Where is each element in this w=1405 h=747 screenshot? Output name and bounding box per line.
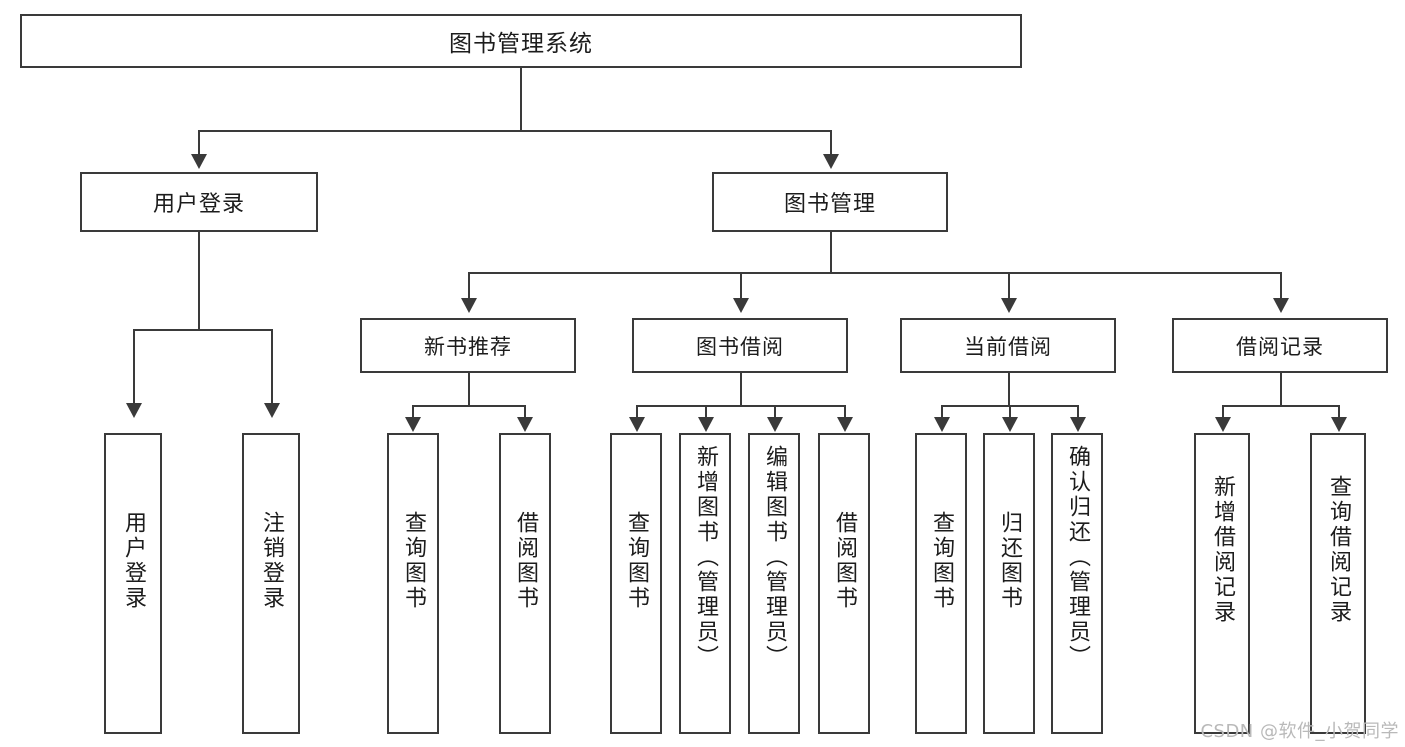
connector-nb-to-leaf-1 [412,405,414,419]
connector-root-to-user-login [198,130,200,156]
connector-book-borrow-stem [740,373,742,405]
leaf-borrow-record-query-record[interactable]: 查询借阅记录 [1310,433,1366,734]
leaf-user-login-logout[interactable]: 注销登录 [242,433,300,734]
arrowhead-bb-to-leaf-4 [837,417,853,432]
leaf-label: 编辑图书（管理员） [761,445,787,670]
arrowhead-bm-to-borrow-record [1273,298,1289,313]
connector-borrow-record-bus [1222,405,1338,407]
connector-bm-to-borrow-record [1280,272,1282,300]
connector-bb-to-leaf-4 [844,405,846,419]
arrowhead-bb-to-leaf-2 [698,417,714,432]
node-book-management[interactable]: 图书管理 [712,172,948,232]
node-book-borrow[interactable]: 图书借阅 [632,318,848,373]
connector-user-login-to-leaf-2 [271,329,273,405]
node-root-book-management-system[interactable]: 图书管理系统 [20,14,1022,68]
leaf-current-borrow-query-book[interactable]: 查询图书 [915,433,967,734]
node-current-borrow[interactable]: 当前借阅 [900,318,1116,373]
leaf-new-book-borrow-book[interactable]: 借阅图书 [499,433,551,734]
connector-new-book-stem [468,373,470,405]
connector-br-to-leaf-1 [1222,405,1224,419]
node-label: 新书推荐 [424,334,512,359]
connector-bm-to-current-borrow [1008,272,1010,300]
leaf-label: 查询图书 [623,511,649,611]
leaf-book-borrow-query-book[interactable]: 查询图书 [610,433,662,734]
arrowhead-nb-to-leaf-2 [517,417,533,432]
connector-user-login-bus [133,329,271,331]
connector-book-borrow-bus [636,405,844,407]
arrowhead-root-to-user-login [191,154,207,169]
leaf-label: 借阅图书 [831,511,857,611]
arrowhead-br-to-leaf-2 [1331,417,1347,432]
connector-br-to-leaf-2 [1338,405,1340,419]
arrowhead-bm-to-book-borrow [733,298,749,313]
node-label: 当前借阅 [964,334,1052,359]
node-label: 借阅记录 [1236,334,1324,359]
connector-bm-to-book-borrow [740,272,742,300]
connector-cb-to-leaf-1 [941,405,943,419]
node-new-book-recommend[interactable]: 新书推荐 [360,318,576,373]
node-label: 用户登录 [152,192,245,217]
connector-cb-to-leaf-3 [1077,405,1079,419]
leaf-label: 借阅图书 [512,511,538,611]
arrowhead-user-login-to-leaf-1 [126,403,142,418]
connector-user-login-to-leaf-1 [133,329,135,405]
node-label: 图书管理 [783,192,876,217]
arrowhead-cb-to-leaf-2 [1002,417,1018,432]
connector-user-login-stem [198,232,200,329]
arrowhead-root-to-book-management [823,154,839,169]
connector-cb-to-leaf-2 [1009,405,1011,419]
arrowhead-user-login-to-leaf-2 [264,403,280,418]
node-borrow-record[interactable]: 借阅记录 [1172,318,1388,373]
leaf-label: 归还图书 [996,511,1022,611]
leaf-label: 新增图书（管理员） [692,445,718,670]
arrowhead-bb-to-leaf-3 [767,417,783,432]
leaf-borrow-record-add-record[interactable]: 新增借阅记录 [1194,433,1250,734]
node-user-login[interactable]: 用户登录 [80,172,318,232]
arrowhead-cb-to-leaf-3 [1070,417,1086,432]
leaf-user-login-login[interactable]: 用户登录 [104,433,162,734]
arrowhead-bm-to-current-borrow [1001,298,1017,313]
arrowhead-cb-to-leaf-1 [934,417,950,432]
connector-bm-to-new-book [468,272,470,300]
connector-bb-to-leaf-1 [636,405,638,419]
leaf-book-borrow-borrow-book[interactable]: 借阅图书 [818,433,870,734]
leaf-label: 用户登录 [120,511,146,611]
arrowhead-nb-to-leaf-1 [405,417,421,432]
connector-bb-to-leaf-2 [705,405,707,419]
leaf-new-book-query-book[interactable]: 查询图书 [387,433,439,734]
connector-current-borrow-stem [1008,373,1010,405]
arrowhead-bb-to-leaf-1 [629,417,645,432]
arrowhead-br-to-leaf-1 [1215,417,1231,432]
leaf-current-borrow-return-book[interactable]: 归还图书 [983,433,1035,734]
leaf-book-borrow-add-book-admin[interactable]: 新增图书（管理员） [679,433,731,734]
leaf-label: 查询借阅记录 [1325,475,1351,625]
leaf-label: 查询图书 [928,511,954,611]
connector-nb-to-leaf-2 [524,405,526,419]
connector-book-management-bus [468,272,1280,274]
leaf-book-borrow-edit-book-admin[interactable]: 编辑图书（管理员） [748,433,800,734]
connector-bb-to-leaf-3 [774,405,776,419]
connector-borrow-record-stem [1280,373,1282,405]
connector-book-management-stem [830,232,832,272]
connector-new-book-bus [412,405,524,407]
connector-root-bus [198,130,830,132]
csdn-watermark: CSDN @软件_小贺同学 [1200,721,1399,742]
node-label: 图书借阅 [696,334,784,359]
leaf-label: 新增借阅记录 [1209,475,1235,625]
leaf-current-borrow-confirm-return-admin[interactable]: 确认归还（管理员） [1051,433,1103,734]
leaf-label: 确认归还（管理员） [1064,445,1090,670]
node-label: 图书管理系统 [449,31,593,57]
leaf-label: 查询图书 [400,511,426,611]
arrowhead-bm-to-new-book [461,298,477,313]
leaf-label: 注销登录 [258,511,284,611]
connector-root-to-book-management [830,130,832,156]
connector-root-stem [520,68,522,130]
